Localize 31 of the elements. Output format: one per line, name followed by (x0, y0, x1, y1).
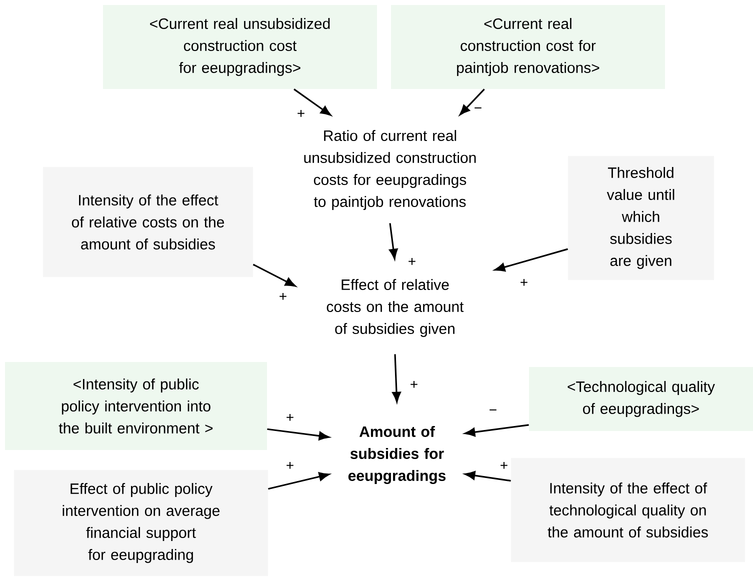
edge-label: + (278, 292, 288, 302)
edge-label: + (498, 460, 510, 472)
arrow (460, 88, 485, 116)
edge-label: + (406, 256, 418, 268)
arrow (268, 472, 330, 490)
arrow (267, 428, 330, 440)
edge-label: + (408, 380, 420, 390)
arrow (494, 248, 568, 272)
variable-box: <Intensity of public policy intervention into the built environment > (5, 362, 267, 450)
variable-box: <Current real unsubsidized construction cost for eeupgradings> (103, 5, 377, 89)
variable-box: <Current real construction cost for paintjob renovations> (391, 5, 665, 89)
arrow (252, 264, 296, 287)
edge-label: − (488, 408, 498, 416)
edge-label: + (296, 108, 306, 120)
edge-label: + (284, 460, 296, 472)
variable-text: Amount of subsidies for eeupgradings (348, 426, 446, 484)
arrow (392, 354, 401, 402)
arrow (464, 471, 511, 482)
variable-box: <Technological quality of eeupgradings> (529, 367, 753, 431)
arrow (389, 223, 398, 260)
arrow (294, 88, 332, 116)
edge-label: + (518, 278, 530, 288)
variable-box: Effect of public policy intervention on average financial support for eeupgrading (14, 470, 268, 576)
edge-label: + (284, 412, 296, 424)
variable-box: Intensity of the effect of technological quality on the amount of subsidies (511, 458, 745, 562)
variable-box: Intensity of the effect of relative costs on the amount of subsidies (43, 167, 253, 277)
variable-text: Effect of relative costs on the amount of subsidies given (326, 279, 464, 337)
edge-label: − (472, 106, 484, 114)
arrow (464, 424, 529, 437)
variable-box: Threshold value until which subsidies are given (568, 156, 714, 280)
variable-text: Ratio of current real unsubsidized construction costs for eeupgradings to paintjob renovations (304, 130, 476, 210)
